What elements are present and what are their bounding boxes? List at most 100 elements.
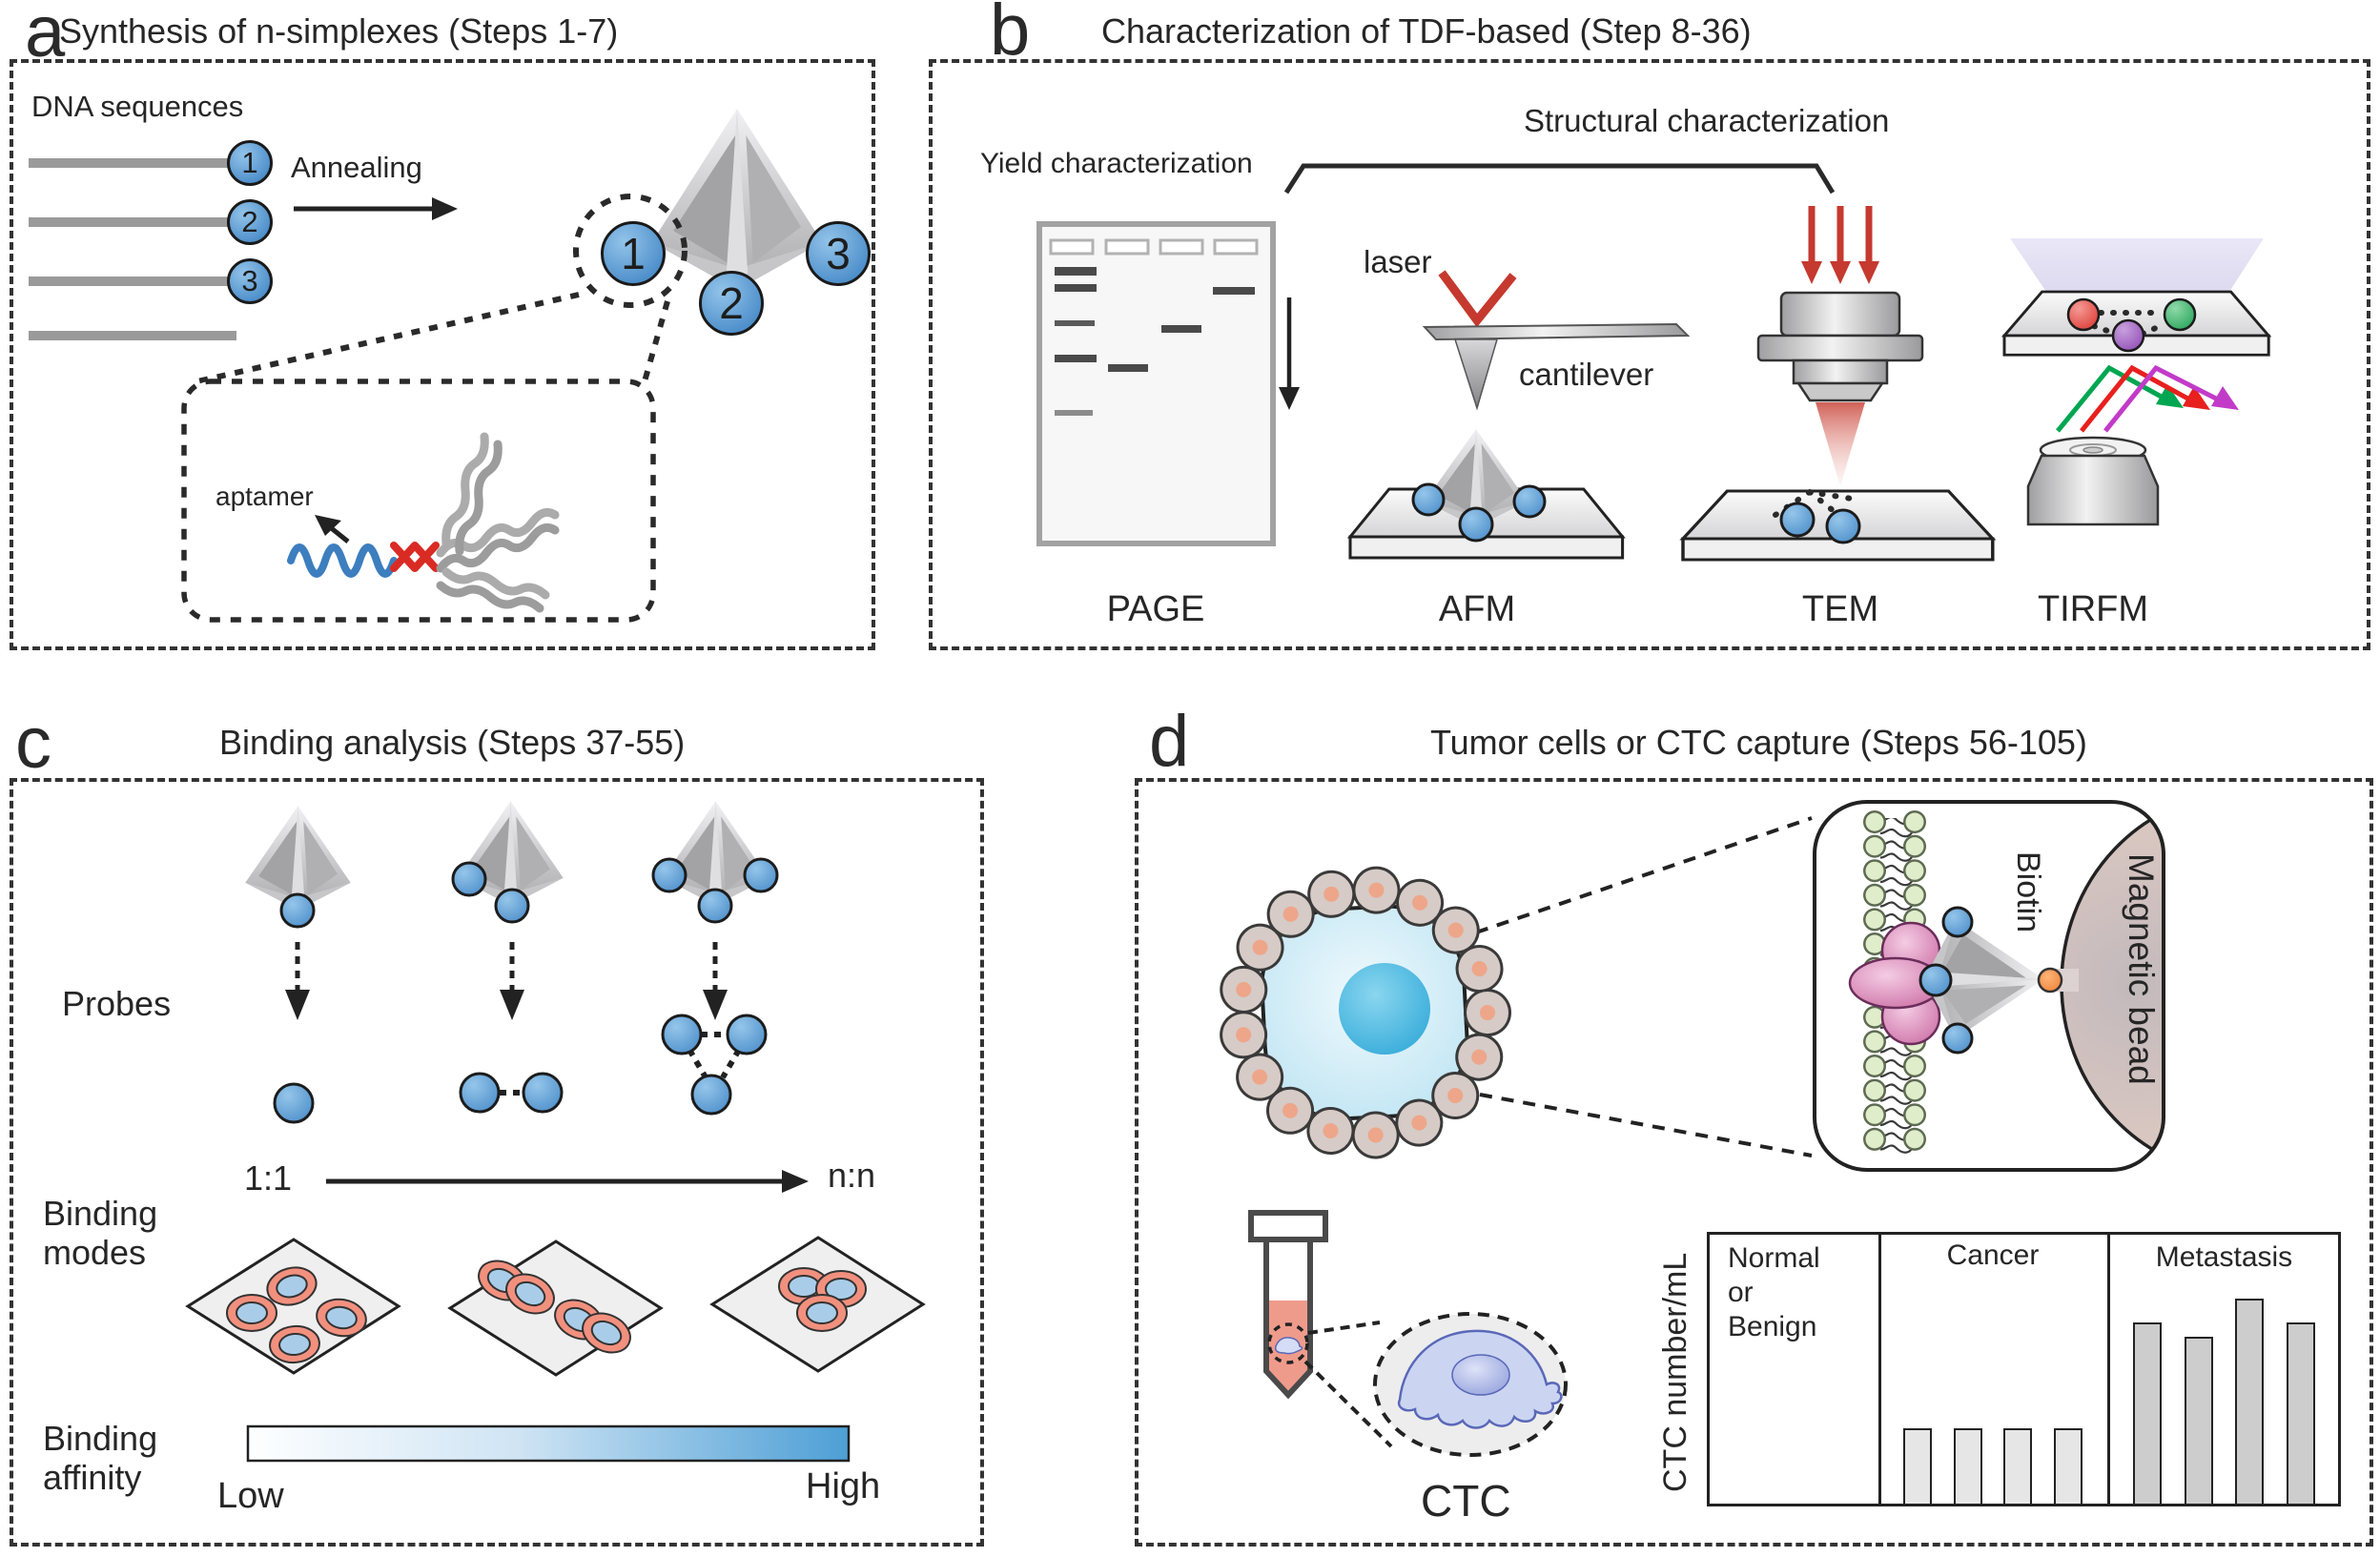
vertex-number-badge: 2 [699, 271, 764, 336]
annealing-label: Annealing [291, 151, 422, 184]
binding-modes-label: Binding modes [43, 1194, 157, 1273]
chart-section-divider [1878, 1232, 1881, 1506]
magnetic-bead-label: Magnetic bead [2122, 853, 2161, 1085]
strand-number-badge: 1 [227, 140, 273, 186]
vertex-number-badge: 3 [806, 221, 871, 286]
chart-section-divider [2107, 1232, 2110, 1506]
ctc-bar [2287, 1322, 2316, 1504]
binding-modes-line: modes [43, 1233, 147, 1273]
page-gel-icon [1036, 221, 1276, 546]
ctc-bar [2184, 1337, 2213, 1504]
structural-characterization-label: Structural characterization [1524, 103, 1890, 138]
vertex-zoom-circle [573, 194, 687, 308]
panel-a-letter: a [25, 0, 66, 72]
strand-number: 2 [241, 205, 258, 238]
ratio-arrow-icon [326, 1170, 809, 1193]
ctc-bar [2132, 1322, 2162, 1504]
affinity-gradient-bar [246, 1424, 851, 1463]
ctc-label: CTC [1421, 1476, 1511, 1526]
tem-icon [1681, 206, 1995, 562]
chart-label-line: or [1728, 1277, 1754, 1308]
panel-a-box [10, 59, 875, 650]
panel-c-letter: c [15, 703, 51, 784]
chart-group-metastasis-bars [2110, 1235, 2338, 1504]
vertex-number: 3 [826, 229, 851, 278]
ctc-bar [1902, 1428, 1932, 1504]
membrane-inset-icon [1813, 800, 2165, 1172]
ctc-bar [2235, 1299, 2265, 1504]
binding-affinity-label: Binding affinity [43, 1419, 157, 1498]
membrane-protein-icon [1848, 921, 1943, 1046]
aptamer-strand-icon [287, 432, 560, 613]
ratio-start-label: 1:1 [244, 1158, 293, 1198]
inset-connector-lines [1475, 816, 1813, 1158]
chart-group-label-normal: Normal or Benign [1728, 1241, 1820, 1344]
structural-bracket-icon [1283, 163, 1836, 195]
panel-b-box [929, 59, 2370, 650]
panel-d-box [1135, 778, 2373, 1547]
inset-connector-lines [193, 292, 670, 385]
blood-tube-icon [1248, 1210, 1328, 1400]
binding-mode-3-slide-icon [709, 1236, 926, 1373]
method-label-page: PAGE [1106, 589, 1205, 629]
aptamer-label: aptamer [215, 481, 314, 511]
panel-b-letter: b [990, 0, 1031, 71]
strand-number-badge: 2 [227, 199, 273, 245]
afm-icon [1348, 270, 1691, 560]
panel-a-title: Synthesis of n-simplexes (Steps 1-7) [59, 11, 619, 51]
tumor-cell-icon [1218, 866, 1511, 1159]
method-label-tem: TEM [1801, 589, 1879, 629]
ctc-bar [2054, 1428, 2083, 1504]
vertex-number: 2 [719, 278, 744, 328]
chart-group-label-cancer: Cancer [1946, 1239, 2040, 1271]
tirfm-icon [2002, 238, 2270, 526]
dna-strand-list-icon [29, 158, 236, 340]
gel-direction-arrow-icon [1279, 297, 1300, 410]
strand-number: 1 [241, 146, 258, 179]
yield-characterization-label: Yield characterization [980, 148, 1253, 179]
vertex-number: 1 [621, 229, 646, 278]
biotin-label: Biotin [2010, 851, 2046, 933]
probes-label: Probes [62, 984, 172, 1023]
aptamer-arrow-icon [315, 515, 350, 543]
binding-affinity-line: Binding [43, 1419, 158, 1458]
strand-number-badge: 3 [227, 258, 273, 304]
strand-number: 3 [241, 264, 258, 297]
probe-1-tetrahedron-icon [245, 806, 351, 929]
binding-mode-2-slide-icon [447, 1239, 664, 1377]
chart-label-line: Benign [1728, 1311, 1817, 1342]
chart-label-line: Normal [1728, 1242, 1820, 1274]
probe-3-tetrahedron-icon [651, 801, 779, 924]
panel-d-title: Tumor cells or CTC capture (Steps 56-105… [1430, 723, 2087, 762]
annealing-arrow-icon [294, 197, 458, 220]
vertex-number-badge: 1 [601, 221, 666, 286]
biotin-icon [2037, 967, 2063, 994]
ctc-bar [1953, 1428, 1982, 1504]
trivalent-probe-icon [661, 1014, 768, 1116]
affinity-high-label: High [806, 1466, 881, 1506]
cantilever-label: cantilever [1519, 357, 1654, 392]
chart-group-cancer-bars [1881, 1235, 2104, 1504]
panel-b-title: Characterization of TDF-based (Step 8-36… [1101, 11, 1752, 51]
ctc-bar [2003, 1428, 2033, 1504]
ctc-zoom-icon [1303, 1312, 1568, 1457]
method-label-tirfm: TIRFM [2037, 589, 2149, 629]
binding-affinity-line: affinity [43, 1458, 142, 1498]
laser-label: laser [1364, 244, 1432, 279]
ratio-end-label: n:n [828, 1156, 876, 1195]
affinity-low-label: Low [217, 1476, 284, 1516]
aptamer-inset-box [181, 379, 656, 623]
probe-2-tetrahedron-icon [451, 801, 564, 924]
binding-mode-1-slide-icon [185, 1238, 401, 1375]
ctc-axis-label: CTC number/mL [1657, 1252, 1693, 1492]
panel-c-box [10, 778, 984, 1547]
method-label-afm: AFM [1438, 589, 1516, 629]
chart-group-label-metastasis: Metastasis [2155, 1241, 2293, 1273]
bivalent-probe-icon [459, 1072, 564, 1114]
chart-group-normal-bars [1710, 1235, 1876, 1504]
panel-d-letter: d [1149, 701, 1190, 782]
binding-modes-line: Binding [43, 1194, 158, 1233]
dna-sequences-label: DNA sequences [31, 90, 244, 123]
